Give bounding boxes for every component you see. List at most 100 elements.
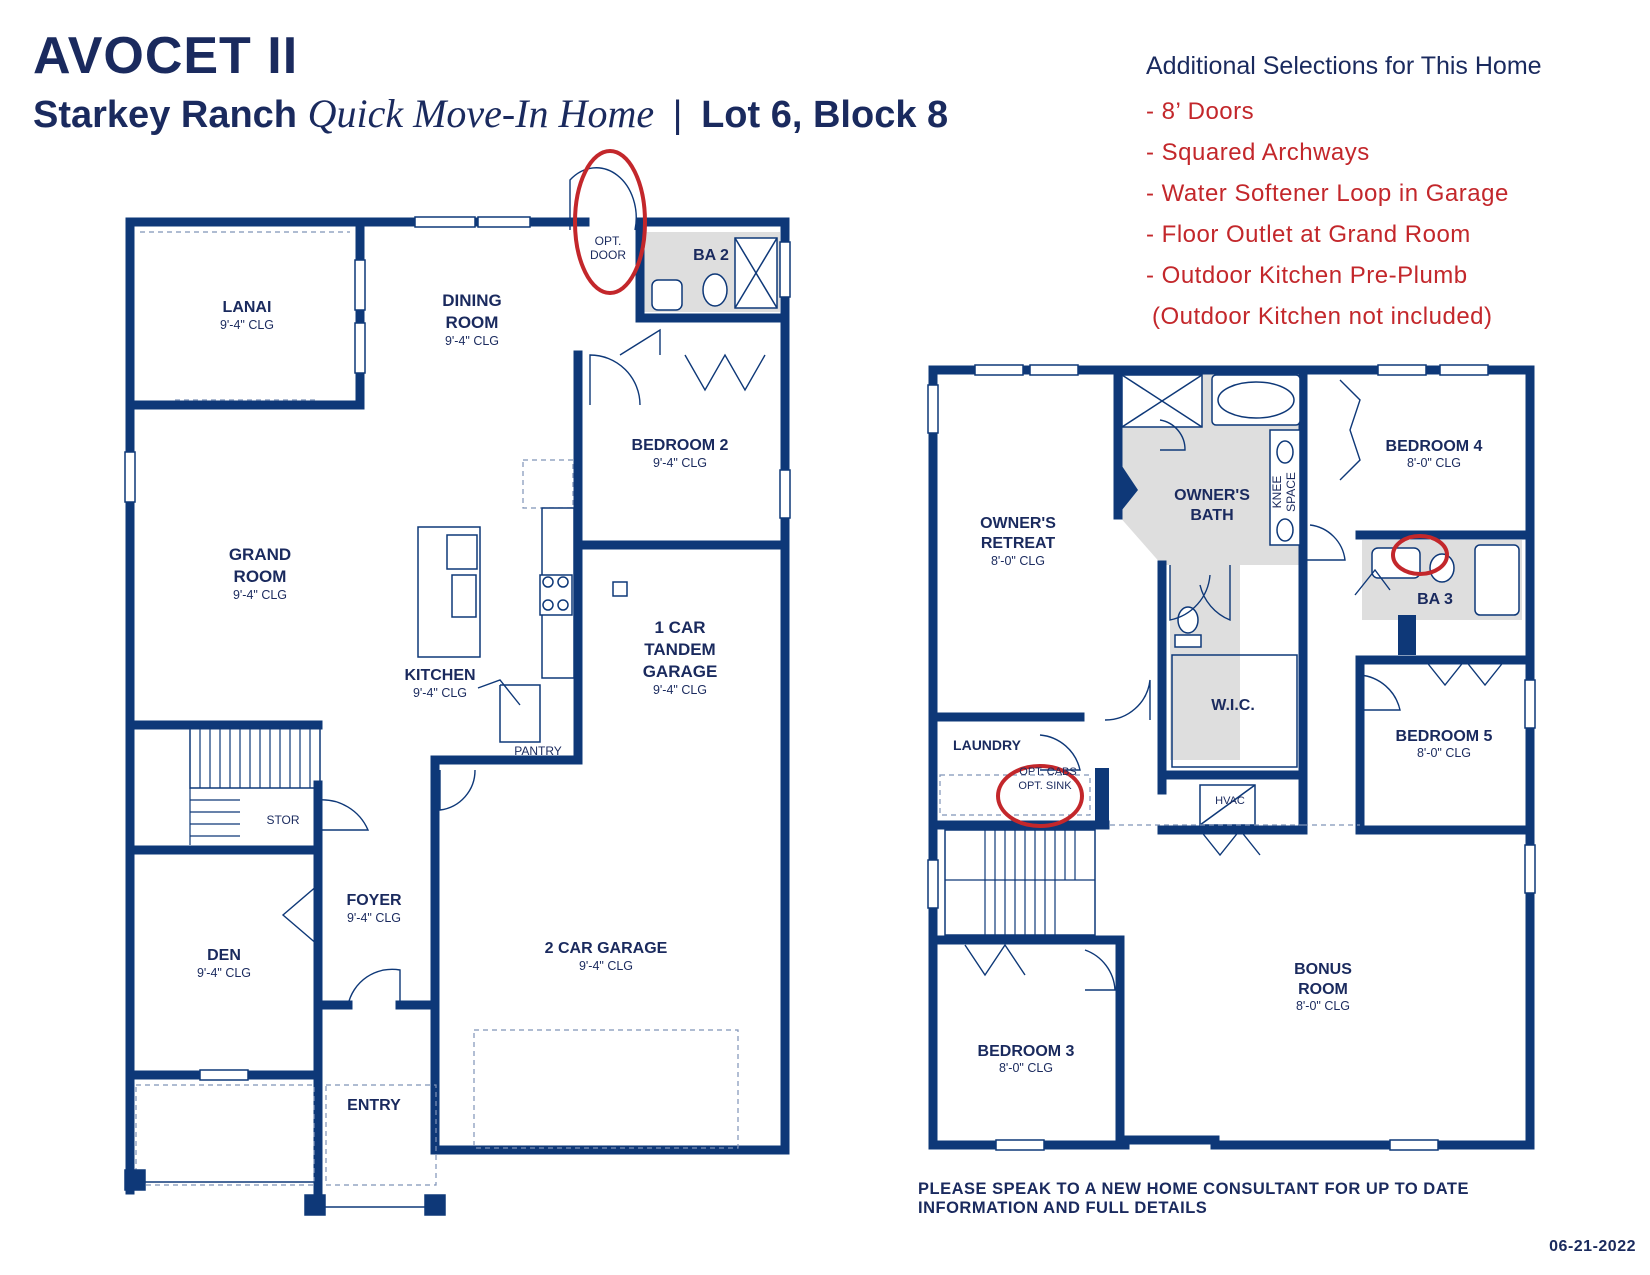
garage-door-swing xyxy=(439,769,476,811)
owners-retreat-label-2: RETREAT xyxy=(981,535,1056,552)
stor-label: STOR xyxy=(266,813,299,827)
bedroom5-label: BEDROOM 5 xyxy=(1396,728,1493,745)
window xyxy=(995,1139,1045,1151)
east-wall xyxy=(430,217,790,1155)
door-swing xyxy=(589,354,641,406)
closet-doors xyxy=(1339,379,1361,481)
entry-label: ENTRY xyxy=(347,1097,401,1114)
dishwasher xyxy=(446,534,478,570)
window xyxy=(477,216,531,228)
selections-list: - 8’ Doors - Squared Archways - Water So… xyxy=(1146,91,1646,337)
window xyxy=(1389,1139,1439,1151)
owners-retreat-ceiling: 8'-0" CLG xyxy=(991,554,1045,568)
bedroom4-label: BEDROOM 4 xyxy=(1386,438,1483,455)
den-label: DEN xyxy=(207,947,241,964)
bonus-room-label: BONUS xyxy=(1294,961,1352,978)
plan-title: AVOCET II xyxy=(33,27,299,85)
water-softener-icon xyxy=(612,581,628,597)
wic-shelves xyxy=(1171,654,1298,768)
additional-selections: Additional Selections for This Home - 8’… xyxy=(1146,52,1646,337)
opt-cabinets xyxy=(939,774,1091,816)
window xyxy=(199,1069,249,1081)
selection-item: - Outdoor Kitchen Pre-Plumb xyxy=(1146,262,1468,289)
toilet-icon xyxy=(702,273,728,307)
door-swing xyxy=(619,328,661,356)
wall-chase-ba3 xyxy=(1398,615,1416,655)
opt-door-highlight xyxy=(573,149,647,295)
closet-doors xyxy=(964,943,1026,977)
bedroom2-label: BEDROOM 2 xyxy=(632,437,729,454)
selection-item: - Floor Outlet at Grand Room xyxy=(1146,221,1471,248)
garage2-ceiling: 9'-4" CLG xyxy=(579,959,633,973)
window xyxy=(1029,364,1079,376)
selection-item: (Outdoor Kitchen not included) xyxy=(1152,303,1493,330)
opt-sink-label: OPT. SINK xyxy=(1018,780,1072,792)
opt-cabs-label: OPT. CABS xyxy=(1019,766,1076,778)
wall-chase xyxy=(1095,768,1109,826)
ba3-toilet-highlight xyxy=(1391,534,1449,576)
first-floor-plan: LANAI 9'-4" CLG DINING ROOM 9'-4" CLG OP… xyxy=(124,149,791,1216)
pantry-door xyxy=(477,679,521,706)
opt-door-swing xyxy=(569,167,637,231)
window xyxy=(1524,844,1536,894)
hvac-label: HVAC xyxy=(1215,795,1245,807)
foyer-ceiling: 9'-4" CLG xyxy=(347,911,401,925)
door-swing xyxy=(1305,524,1346,561)
bath-sink-icon xyxy=(1276,440,1294,464)
toilet-icon xyxy=(1177,606,1199,634)
door-swing xyxy=(1104,679,1151,721)
bedroom2-ceiling: 9'-4" CLG xyxy=(653,456,707,470)
lanai-label: LANAI xyxy=(223,299,272,316)
door-swing xyxy=(1354,568,1391,596)
ba2-label: BA 2 xyxy=(693,247,729,264)
vanity-sink xyxy=(651,279,683,311)
selection-item: - Squared Archways xyxy=(1146,139,1370,166)
disclaimer-line-2: INFORMATION AND FULL DETAILS xyxy=(918,1199,1208,1217)
selection-item: - 8’ Doors xyxy=(1146,98,1255,125)
window xyxy=(1439,364,1489,376)
kitchen-label: KITCHEN xyxy=(404,667,475,684)
tandem-label: 1 CAR xyxy=(654,618,705,637)
closet-doors xyxy=(684,353,766,392)
knee-space-label-2: SPACE xyxy=(1284,472,1298,512)
bedroom5-ceiling: 8'-0" CLG xyxy=(1417,746,1471,760)
entry-door xyxy=(347,968,401,1006)
opt-sink-highlight xyxy=(996,764,1084,828)
garage2-label: 2 CAR GARAGE xyxy=(545,940,668,957)
owners-bath-label: OWNER'S xyxy=(1174,487,1250,504)
window xyxy=(779,241,791,298)
ba3-label: BA 3 xyxy=(1417,591,1453,608)
grand-room-ceiling: 9'-4" CLG xyxy=(233,588,287,602)
bedroom3-wall xyxy=(928,935,1125,1150)
bath-sink-icon xyxy=(1276,518,1294,542)
owners-retreat-label: OWNER'S xyxy=(980,515,1056,532)
window xyxy=(354,259,366,311)
pantry-outline xyxy=(499,684,541,743)
window xyxy=(414,216,476,228)
laundry-label: LAUNDRY xyxy=(953,737,1022,753)
dining-label: DINING xyxy=(442,291,502,310)
opt-door-label-2: DOOR xyxy=(590,248,626,262)
window xyxy=(1524,679,1536,729)
den-south-wall xyxy=(125,1070,323,1195)
subtitle-separator: | xyxy=(672,94,683,136)
window xyxy=(354,322,366,374)
disclaimer: PLEASE SPEAK TO A NEW HOME CONSULTANT FO… xyxy=(918,1180,1618,1218)
kitchen-sink-icon xyxy=(451,574,477,618)
foyer-label: FOYER xyxy=(346,892,402,909)
door-swing xyxy=(1359,674,1401,711)
closet-doors xyxy=(1424,658,1506,687)
window xyxy=(779,469,791,519)
plan-date: 06-21-2022 xyxy=(1549,1238,1636,1255)
window xyxy=(124,451,136,503)
disclaimer-line-1: PLEASE SPEAK TO A NEW HOME CONSULTANT FO… xyxy=(918,1180,1469,1198)
owners-bath-label-2: BATH xyxy=(1190,507,1233,524)
knee-space-label: KNEE xyxy=(1270,476,1284,509)
window xyxy=(974,364,1024,376)
grand-room-label-2: ROOM xyxy=(234,567,287,586)
grand-room-label: GRAND xyxy=(229,545,291,564)
door-swing xyxy=(1199,565,1231,622)
closet-doors xyxy=(1199,828,1261,857)
door-swing xyxy=(1159,419,1186,451)
